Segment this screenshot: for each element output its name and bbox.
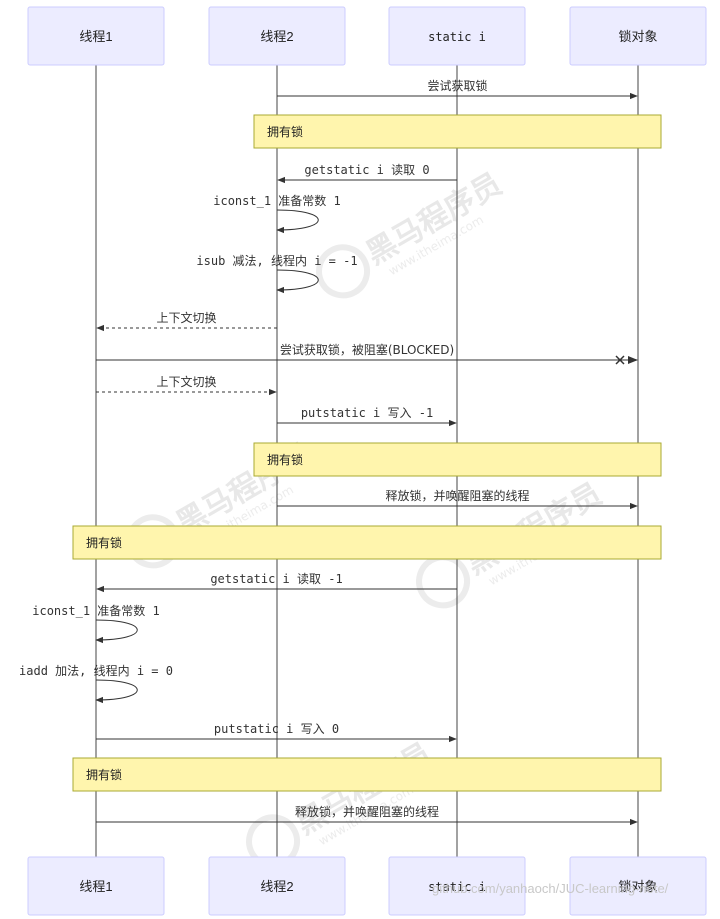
note-box <box>72 525 662 560</box>
self-message-arrow <box>95 619 138 644</box>
note-own-lock: 拥有锁 <box>253 442 662 477</box>
actor-label: 锁对象 <box>618 29 657 44</box>
message-label: 释放锁，并唤醒阻塞的线程 <box>385 488 529 503</box>
note-box <box>72 757 662 792</box>
actor-box <box>569 6 707 66</box>
message-13: iconst_1 准备常数 1 <box>32 603 160 644</box>
actor-t2-bottom: 线程2 <box>208 856 346 916</box>
self-message-arrow <box>276 209 319 234</box>
note-own-lock: 拥有锁 <box>72 525 662 560</box>
actor-box <box>208 6 346 66</box>
actor-label: 锁对象 <box>618 879 657 894</box>
message-14: iadd 加法, 线程内 i = 0 <box>19 663 173 704</box>
message-label: 尝试获取锁，被阻塞(BLOCKED) <box>280 342 454 357</box>
message-label: getstatic i 读取 -1 <box>210 572 342 586</box>
watermark-text: 黑马程序员 <box>361 167 508 272</box>
self-message-arrow <box>95 679 138 704</box>
message-label: iadd 加法, 线程内 i = 0 <box>19 663 173 678</box>
actor-box <box>208 856 346 916</box>
message-label: isub 减法, 线程内 i = -1 <box>196 253 357 268</box>
message-label: iconst_1 准备常数 1 <box>32 603 159 618</box>
message-label: putstatic i 写入 -1 <box>301 406 433 420</box>
message-3: iconst_1 准备常数 1 <box>213 193 341 234</box>
message-15: putstatic i 写入 0 <box>96 722 457 743</box>
note-label: 拥有锁 <box>86 767 122 782</box>
message-10: 释放锁，并唤醒阻塞的线程 <box>277 488 638 510</box>
note-own-lock: 拥有锁 <box>253 114 662 149</box>
self-message-arrow <box>276 269 319 294</box>
actor-label: 线程2 <box>260 29 293 44</box>
message-label: 释放锁，并唤醒阻塞的线程 <box>295 804 439 819</box>
actor-t1-bottom: 线程1 <box>27 856 165 916</box>
note-label: 拥有锁 <box>267 124 303 139</box>
actor-label: static i <box>428 30 486 44</box>
message-17: 释放锁，并唤醒阻塞的线程 <box>96 804 638 826</box>
actor-lock-top: 锁对象 <box>569 6 707 66</box>
message-label: 上下文切换 <box>156 374 216 389</box>
message-label: putstatic i 写入 0 <box>214 722 339 736</box>
actor-si-bottom: static i <box>388 856 526 916</box>
actor-label: 线程1 <box>79 29 112 44</box>
message-4: isub 减法, 线程内 i = -1 <box>196 253 358 294</box>
note-box <box>253 442 662 477</box>
message-5: 上下文切换 <box>96 310 277 332</box>
footer-credit: github.com/yanhaoch/JUC-learning-note/ <box>432 881 669 896</box>
message-8: putstatic i 写入 -1 <box>277 406 457 427</box>
note-label: 拥有锁 <box>86 535 122 550</box>
note-box <box>253 114 662 149</box>
message-7: 上下文切换 <box>96 374 277 396</box>
actor-label: static i <box>428 880 486 894</box>
message-2: getstatic i 读取 0 <box>277 163 457 184</box>
actor-box <box>27 6 165 66</box>
message-label: getstatic i 读取 0 <box>304 163 429 177</box>
message-label: 尝试获取锁 <box>427 78 487 93</box>
message-0: 尝试获取锁 <box>277 78 638 100</box>
actor-si-top: static i <box>388 6 526 66</box>
actor-t2-top: 线程2 <box>208 6 346 66</box>
note-label: 拥有锁 <box>267 452 303 467</box>
note-own-lock: 拥有锁 <box>72 757 662 792</box>
actor-label: 线程1 <box>79 879 112 894</box>
arrow-head <box>628 356 638 364</box>
message-12: getstatic i 读取 -1 <box>96 572 457 593</box>
message-label: 上下文切换 <box>156 310 216 325</box>
message-label: iconst_1 准备常数 1 <box>213 193 340 208</box>
message-6: 尝试获取锁，被阻塞(BLOCKED) <box>96 342 638 365</box>
cross-icon <box>615 355 625 365</box>
actor-t1-top: 线程1 <box>27 6 165 66</box>
actor-box <box>569 856 707 916</box>
actor-box <box>27 856 165 916</box>
actor-box <box>388 856 526 916</box>
actor-box <box>388 6 526 66</box>
actor-lock-bottom: 锁对象 <box>569 856 707 916</box>
actor-label: 线程2 <box>260 879 293 894</box>
